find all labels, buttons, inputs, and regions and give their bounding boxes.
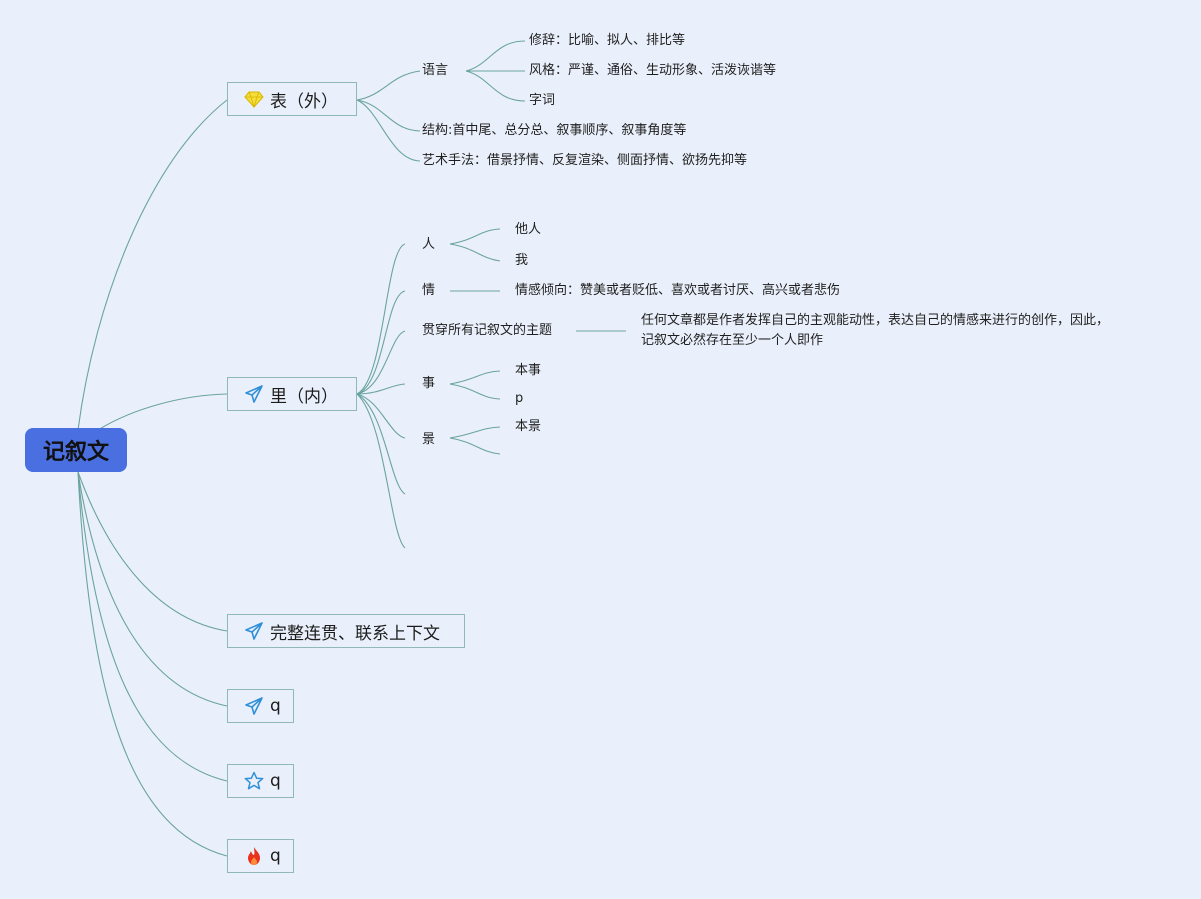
paper-plane-icon [244,696,264,716]
branch-li[interactable]: 里（内） [227,377,357,411]
language-item[interactable]: 风格：严谨、通俗、生动形象、活泼诙谐等 [529,63,777,78]
theme-detail[interactable]: 任何文章都是作者发挥自己的主观能动性，表达自己的情感来进行的创作，因此，记叙文必… [641,313,1110,348]
emotion-detail[interactable]: 情感倾向：赞美或者贬低、喜欢或者讨厌、高兴或者悲伤 [515,283,841,298]
technique-node[interactable]: 艺术手法：借景抒情、反复渲染、侧面抒情、欲扬先抑等 [422,153,748,168]
emotion-node[interactable]: 情 [422,283,436,298]
root-node[interactable]: 记叙文 [25,428,127,472]
root-label: 记叙文 [42,440,109,465]
star-icon [244,771,264,791]
event-item[interactable]: p [515,391,524,406]
paper-plane-icon [244,384,264,404]
structure-node[interactable]: 结构:首中尾、总分总、叙事顺序、叙事角度等 [422,123,687,138]
branch-q3[interactable]: q [227,839,294,873]
event-item[interactable]: 本事 [515,363,542,378]
fire-icon [244,846,264,866]
branch-q1-label: q [270,696,281,716]
person-item[interactable]: 我 [515,253,529,268]
gem-icon [244,89,264,109]
theme-node[interactable]: 贯穿所有记叙文的主题 [422,323,553,338]
branch-q2[interactable]: q [227,764,294,798]
branch-li-label: 里（内） [270,386,338,407]
branch-q1[interactable]: q [227,689,294,723]
branch-biao-label: 表（外） [270,91,338,112]
branch-q3-label: q [270,846,281,866]
scene-item[interactable]: 本景 [515,419,542,434]
branch-coherence-label: 完整连贯、联系上下文 [270,623,440,644]
language-node[interactable]: 语言 [422,63,449,78]
paper-plane-icon [244,621,264,641]
event-node[interactable]: 事 [422,376,436,391]
person-item[interactable]: 他人 [515,222,542,237]
branch-biao[interactable]: 表（外） [227,82,357,116]
branch-q2-label: q [270,771,281,791]
branch-coherence[interactable]: 完整连贯、联系上下文 [227,614,465,648]
language-item[interactable]: 字词 [529,93,556,108]
language-item[interactable]: 修辞：比喻、拟人、排比等 [529,33,686,48]
scene-node[interactable]: 景 [422,432,436,447]
person-node[interactable]: 人 [422,237,436,252]
